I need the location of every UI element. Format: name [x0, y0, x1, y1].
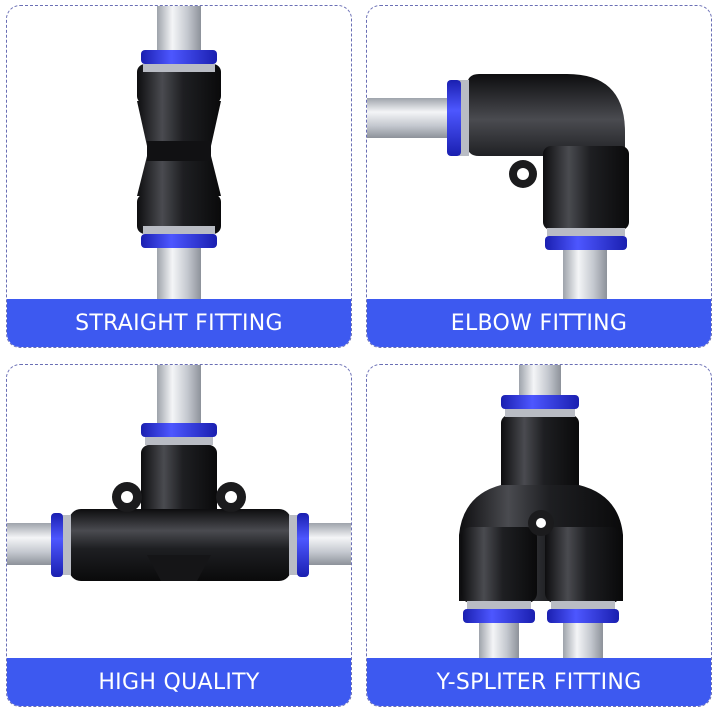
panel-label: HIGH QUALITY: [7, 658, 351, 706]
panel-y-splitter-fitting: Y-SPLITER FITTING: [366, 364, 712, 707]
panel-label: ELBOW FITTING: [367, 299, 711, 347]
elbow-fitting-icon: [367, 74, 629, 301]
panel-label: Y-SPLITER FITTING: [367, 658, 711, 706]
straight-fitting-icon: [137, 6, 221, 301]
panel-elbow-fitting: ELBOW FITTING: [366, 5, 712, 348]
panel-tee-fitting: HIGH QUALITY: [6, 364, 352, 707]
tee-fitting-icon: [7, 365, 351, 581]
panel-straight-fitting: STRAIGHT FITTING: [6, 5, 352, 348]
panel-label: STRAIGHT FITTING: [7, 299, 351, 347]
y-splitter-fitting-icon: [459, 365, 623, 660]
